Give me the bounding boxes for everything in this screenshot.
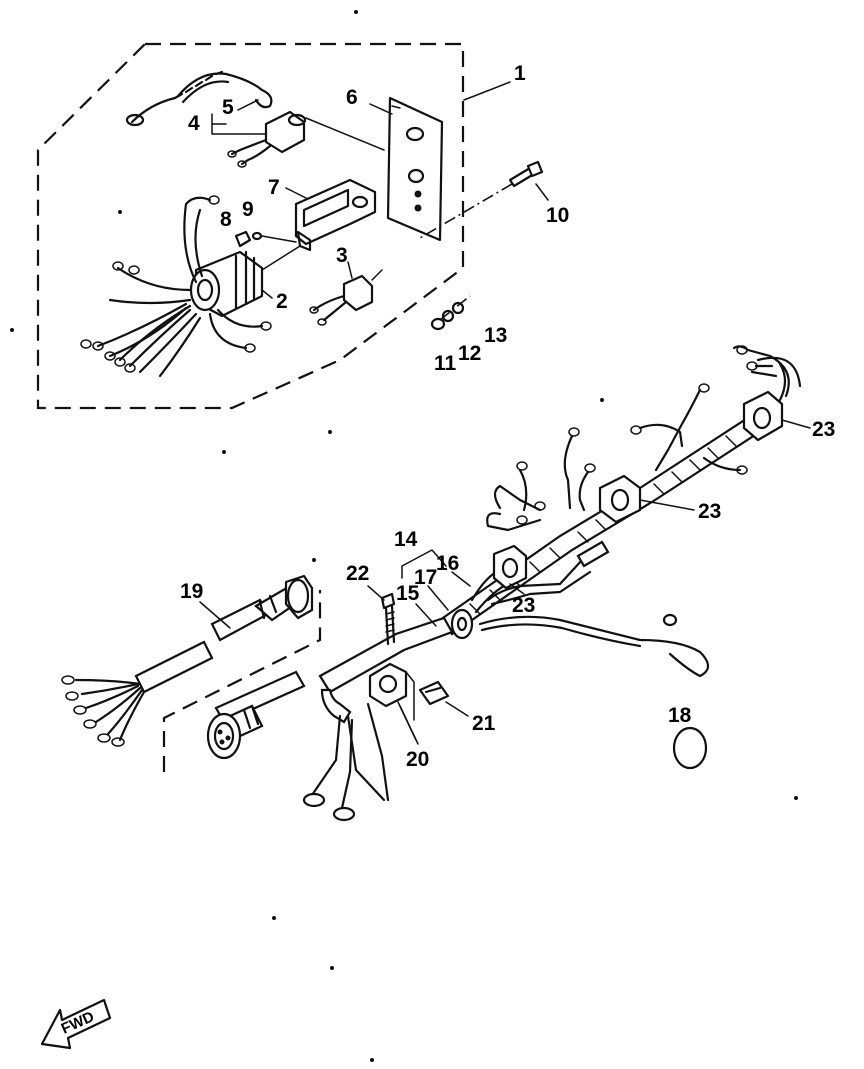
part-7-bracket [294,178,377,252]
part-19-extension-cable [61,574,322,772]
callout-2: 2 [276,290,288,313]
part-23-clamp-middle [598,474,642,524]
part-10-bolt [508,160,544,188]
callout-15: 15 [396,582,420,605]
leader-part17 [427,585,449,611]
part-18-cap [672,726,708,770]
part-6-mounting-plate [386,96,444,242]
callout-20: 20 [406,748,429,771]
callout-13: 13 [484,324,507,347]
part-13-washer [451,301,465,315]
leader-part23-left [509,583,525,595]
leader-part2 [261,289,273,299]
callout-3: 3 [336,244,348,267]
callout-6: 6 [346,86,358,109]
leader-part7 [285,187,307,199]
callout-7: 7 [268,176,280,199]
centerline-nut [439,295,471,321]
leader-part22 [367,585,385,601]
callout-11: 11 [434,352,457,375]
part-22-screw [380,592,396,646]
leader-part15 [415,603,437,627]
leader-part23-middle [639,499,695,511]
callout-1: 1 [514,62,526,85]
bracket-part4 [211,113,267,135]
leader-part20 [399,705,419,745]
part-8-screw [234,230,252,248]
part-23-clamp-left [492,544,528,590]
leader-part10 [535,183,549,201]
part-5-lanyard-cord [125,70,273,127]
leader-part6 [369,103,393,115]
part-2-main-switch [80,195,272,378]
part-4-stop-switch [227,110,307,168]
callout-21: 21 [472,712,496,735]
scan-specks [10,10,798,1062]
part-23-clamp-right [742,390,784,442]
leader-part23-right [781,419,811,429]
callout-22: 22 [346,562,369,585]
leader-parts8-9 [261,235,297,243]
leader-part21 [445,701,469,717]
callout-8: 8 [220,208,232,231]
callout-23-right: 23 [812,418,835,441]
callout-12: 12 [458,342,481,365]
callout-19: 19 [180,580,203,603]
group-boundary-dashed [36,42,465,410]
part-3-small-switch [309,269,383,326]
callout-9: 9 [242,198,254,221]
part-9-washer [251,231,263,241]
callout-4: 4 [188,112,200,135]
part-12-washer [441,309,455,323]
part-14-wire-harness [302,345,802,822]
leader-part1 [463,81,511,101]
callout-23-left: 23 [512,594,535,617]
leader-part19 [199,601,231,629]
bracket-part14 [401,549,447,579]
callout-14: 14 [394,528,418,551]
callout-10: 10 [546,204,569,227]
leader-part16 [451,571,471,587]
callout-18: 18 [668,704,692,727]
callout-17: 17 [414,566,437,589]
leader-part5 [237,99,259,111]
leader-part2-to-plate [261,245,301,271]
part-11-nut [430,317,446,331]
callout-16: 16 [436,552,459,575]
part-21-clip [418,680,450,706]
leader-part3 [347,261,353,279]
fwd-direction-arrow: FWD [40,998,112,1050]
callout-5: 5 [222,96,234,119]
callout-23-middle: 23 [698,500,721,523]
part-20-holder [368,662,417,741]
leader-part4-to-plate [305,117,385,151]
part-15-sleeve [450,608,474,640]
centerline-bolt-10 [419,183,513,239]
